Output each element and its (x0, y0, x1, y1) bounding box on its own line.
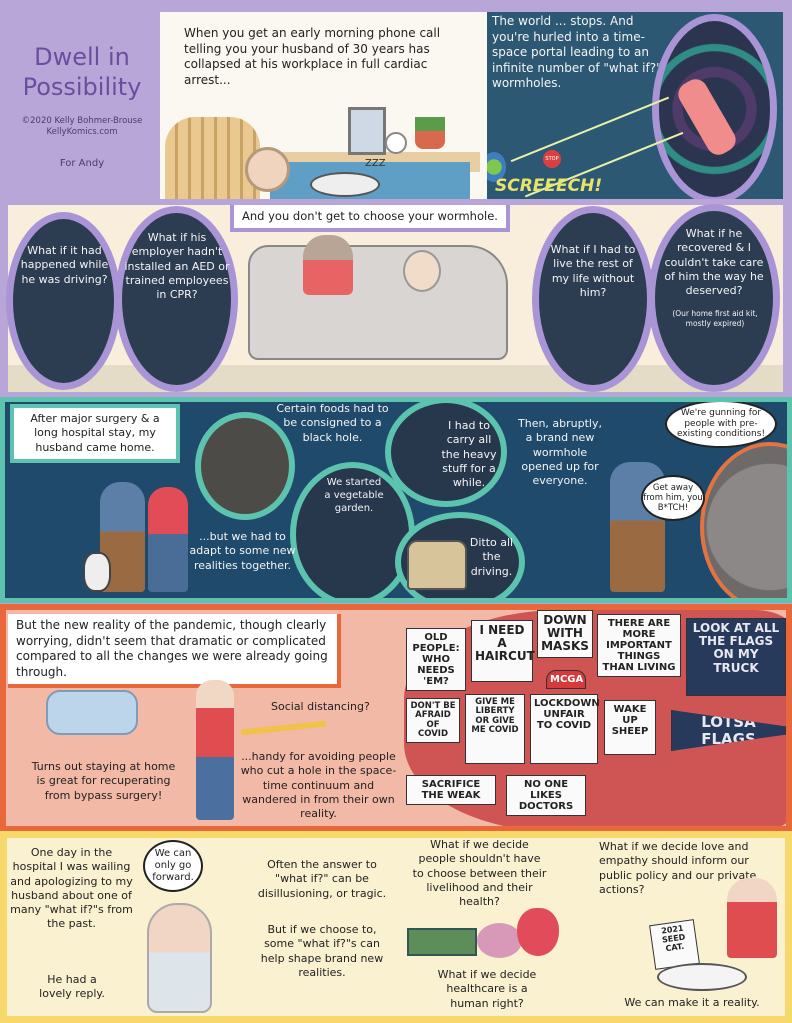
car (407, 540, 467, 590)
sign-masks: DOWN WITH MASKS (537, 610, 593, 658)
sign-sacrifice: SACRIFICE THE WEAK (406, 775, 496, 805)
bubble-recovered: What if he recovered & I couldn't take c… (648, 204, 780, 392)
sign-doctors: NO ONE LIKES DOCTORS (506, 775, 586, 816)
sign-lockdown: LOCKDOWN UNFAIR TO COVID (530, 694, 600, 764)
bubble-carry: I had to carry all the heavy stuff for a… (385, 402, 507, 507)
cat-sleeping (657, 963, 747, 991)
cat (83, 552, 111, 592)
wife-figure (148, 487, 188, 592)
livelihood-text: What if we decide people shouldn't have … (412, 838, 547, 909)
social-distancing-text: Social distancing? (271, 700, 370, 713)
coronavirus-monster (700, 442, 787, 598)
stop-sign-icon: STOP (543, 150, 561, 168)
sign-sheep: WAKE UP SHEEP (604, 700, 656, 755)
phone-call-caption: When you get an early morning phone call… (184, 26, 441, 87)
speech-go-forward: We can only go forward. (143, 840, 203, 892)
clock-icon (385, 132, 407, 154)
wife-at-bedside (303, 235, 353, 295)
brain (477, 923, 522, 958)
screech-sfx: SCREEECH! (495, 176, 603, 196)
panel-what-if: One day in the hospital I was wailing an… (0, 831, 792, 1023)
sign-flags-truck: LOOK AT ALL THE FLAGS ON MY TRUCK (686, 618, 786, 696)
first-aid-note: (Our home first aid kit, mostly expired) (672, 309, 758, 328)
husband-hospital-bed (147, 903, 212, 1013)
answer-text: Often the answer to "what if?" can be di… (257, 858, 387, 900)
stop-sign-label: STOP (545, 156, 559, 162)
sign-important: THERE ARE MORE IMPORTANT THINGS THAN LIV… (597, 614, 681, 677)
heart-icon (517, 908, 559, 956)
bubble-driving: What if it had happened while he was dri… (6, 212, 121, 390)
panel-portal: The world ... stops. And you're hurled i… (487, 12, 783, 199)
bubble-aed: What if his employer hadn't installed an… (115, 206, 238, 392)
bubble-driving: Ditto all the driving. (395, 512, 525, 598)
foods-text: Certain foods had to be consigned to a b… (276, 402, 389, 444)
bubble-without-him: What if I had to live the rest of my lif… (532, 206, 654, 392)
home-caption: After major surgery & a long hospital st… (10, 404, 180, 463)
wormhole-caption: And you don't get to choose your wormhol… (230, 205, 510, 232)
website: KellyKomics.com (46, 127, 118, 137)
choose-text: But if we choose to, some "what if?"s ca… (260, 923, 384, 979)
snore-text: ZZZ (365, 158, 386, 169)
couch-reading (46, 690, 138, 735)
sign-haircut: I NEED A HAIRCUT (471, 620, 535, 682)
closing-text: We can make it a reality. (624, 996, 760, 1009)
lovely-reply-text: He had a lovely reply. (39, 973, 105, 1001)
sign-liberty: GIVE ME LIBERTY OR GIVE ME COVID (465, 694, 525, 764)
cactus-pot (415, 117, 445, 149)
woman-in-bed (245, 147, 290, 192)
panel-home: After major surgery & a long hospital st… (0, 397, 792, 603)
masked-person (196, 680, 234, 820)
healthcare-text: What if we decide healthcare is a human … (437, 968, 537, 1010)
sleeping-cat (310, 172, 380, 197)
copyright: ©2020 Kelly Bohmer-Brouse (21, 116, 143, 126)
couple-gardening (727, 878, 777, 958)
sign-old-people: OLD PEOPLE: WHO NEEDS 'EM? (406, 628, 466, 691)
hospital-bed (248, 245, 508, 360)
handy-text: ...handy for avoiding people who cut a h… (240, 750, 397, 821)
money-stack (407, 928, 477, 956)
bed-headboard (165, 117, 260, 199)
floor (8, 365, 783, 392)
speech-wife: Get away from him, you B*TCH! (641, 475, 705, 521)
photo-frame (348, 107, 386, 155)
speech-virus: We're gunning for people with pre-existi… (665, 402, 777, 448)
hospital-story-text: One day in the hospital I was wailing an… (10, 846, 133, 931)
home-text: Turns out staying at home is great for r… (31, 760, 176, 802)
panel-phone-call: When you get an early morning phone call… (160, 12, 487, 199)
tape-measure (240, 720, 327, 736)
bubble-foods (195, 412, 295, 520)
hat-mcga: MCGA (546, 670, 586, 689)
dedication: For Andy (59, 158, 105, 169)
bubble-garden: We started a vegetable garden. (290, 462, 415, 598)
new-wormhole-text: Then, abruptly, a brand new wormhole ope… (518, 417, 602, 488)
love-text: What if we decide love and empathy shoul… (599, 840, 757, 896)
earth-icon (487, 152, 506, 182)
sign-afraid: DON'T BE AFRAID OF COVID (406, 698, 460, 744)
portal-caption: The world ... stops. And you're hurled i… (492, 14, 662, 91)
pandemic-caption: But the new reality of the pandemic, tho… (8, 614, 341, 689)
panel-pandemic: But the new reality of the pandemic, tho… (0, 604, 792, 832)
husband-in-bed (403, 250, 441, 292)
adapt-text: ...but we had to adapt to some new reali… (189, 530, 296, 572)
comic-title: Dwell in Possibility (22, 43, 142, 101)
